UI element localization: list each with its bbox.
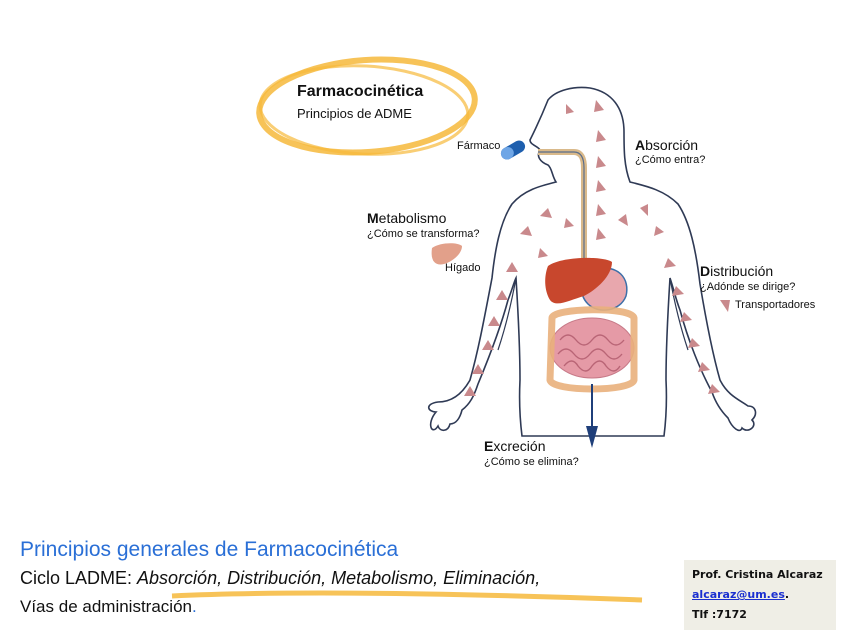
title-highlight-ring xyxy=(256,56,478,156)
drug-capsule-icon xyxy=(500,140,526,160)
vias-text: Vías de administración xyxy=(20,597,192,616)
esophagus-line xyxy=(538,151,585,268)
transporters-label: Transportadores xyxy=(735,299,816,311)
contact-email-link[interactable]: alcaraz@um.es xyxy=(692,588,785,601)
excretion-rest: xcreción xyxy=(493,438,546,454)
inner-arm-left xyxy=(497,277,517,351)
metabolism-rest: etabolismo xyxy=(378,210,447,226)
absorption-rest: bsorción xyxy=(645,137,699,153)
contact-name: Prof. Cristina Alcaraz xyxy=(692,568,823,581)
excretion-question: ¿Cómo se elimina? xyxy=(484,456,579,468)
metabolism-initial: M xyxy=(367,210,379,226)
footer-vias-line: Vías de administración. xyxy=(20,597,197,617)
ladme-highlight-underline xyxy=(171,590,643,603)
contact-box: Prof. Cristina Alcaraz alcaraz@um.es. Tl… xyxy=(684,560,836,630)
distribution-arrows xyxy=(464,100,730,396)
liver xyxy=(545,257,612,304)
contact-phone: Tlf :7172 xyxy=(692,608,747,621)
diagram-subtitle: Principios de ADME xyxy=(297,106,412,121)
contact-email-suffix: . xyxy=(784,588,790,601)
contact-email-line: alcaraz@um.es. xyxy=(692,588,789,601)
metabolism-question: ¿Cómo se transforma? xyxy=(367,228,480,240)
inner-arm-right xyxy=(669,277,689,351)
distribution-question: ¿Adónde se dirige? xyxy=(700,281,796,293)
absorption-heading: Absorción xyxy=(635,137,698,153)
distribution-heading: Distribución xyxy=(700,263,773,279)
distribution-initial: D xyxy=(700,263,711,279)
liver-icon xyxy=(431,243,462,265)
distribution-rest: istribución xyxy=(710,263,774,279)
intestines xyxy=(546,306,638,393)
body-outline xyxy=(427,86,757,437)
absorption-initial: A xyxy=(635,137,646,153)
excretion-initial: E xyxy=(484,438,494,454)
ladme-prefix: Ciclo LADME: xyxy=(20,568,138,588)
metabolism-heading: Metabolismo xyxy=(367,210,446,226)
diagram-title: Farmacocinética xyxy=(297,83,424,100)
vias-dot: . xyxy=(191,597,197,616)
liver-label: Hígado xyxy=(445,262,481,274)
excretion-heading: Excreción xyxy=(484,438,545,454)
drug-label: Fármaco xyxy=(457,140,501,152)
ladme-terms: Absorción, Distribución, Metabolismo, El… xyxy=(137,568,541,588)
esophagus xyxy=(538,149,587,268)
footer-ladme-line: Ciclo LADME: Absorción, Distribución, Me… xyxy=(20,568,540,589)
footer-heading: Principios generales de Farmacocinética xyxy=(20,538,399,561)
absorption-question: ¿Cómo entra? xyxy=(635,154,706,166)
excretion-arrow-icon xyxy=(586,384,598,448)
